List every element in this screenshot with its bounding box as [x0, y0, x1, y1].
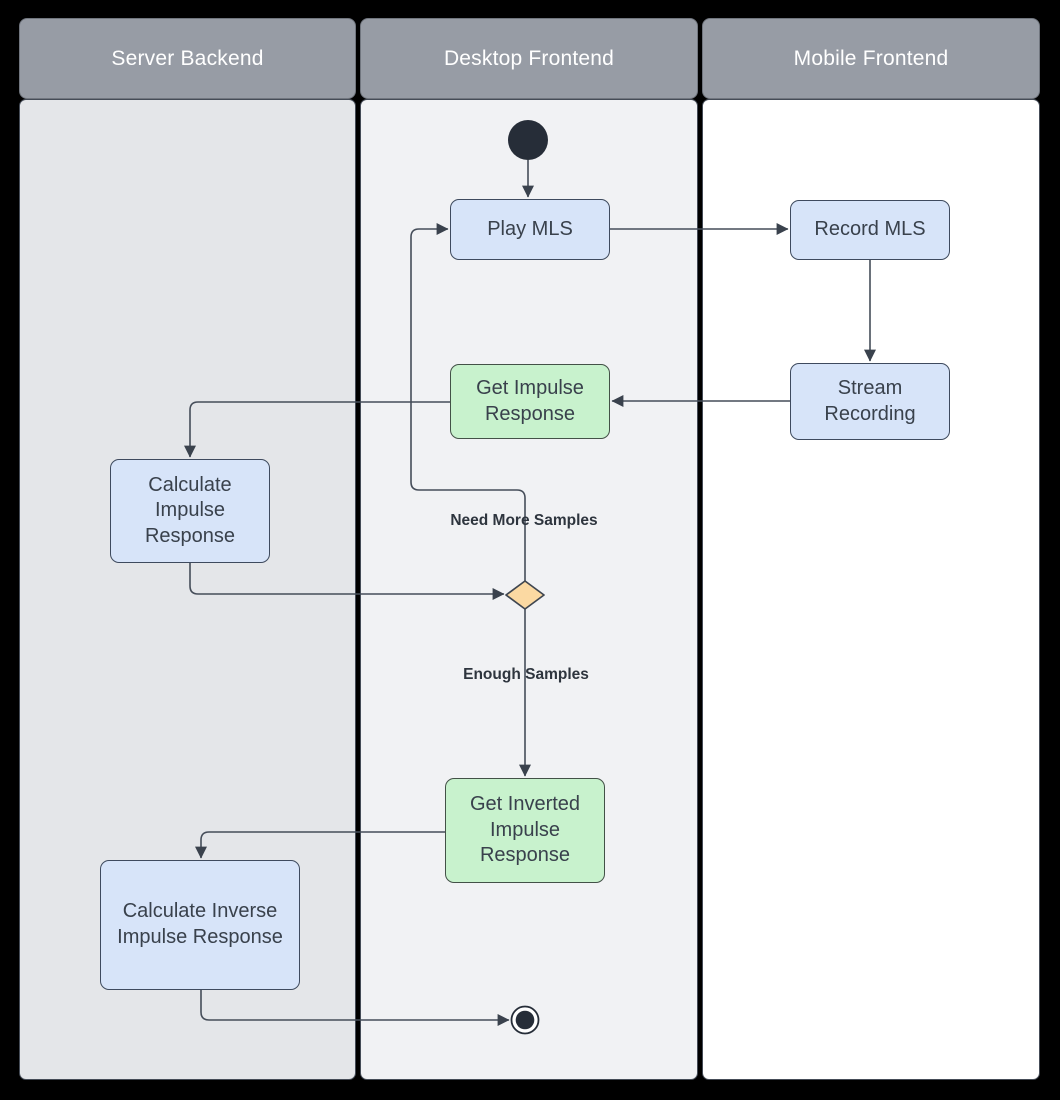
edge-label-need-more-samples: Need More Samples [450, 512, 598, 529]
lane-title: Desktop Frontend [443, 46, 615, 70]
node-label: Get Impulse Response [476, 376, 584, 425]
node-label: Calculate Impulse Response [144, 473, 236, 547]
node-play-mls[interactable]: Play MLS [450, 199, 610, 260]
node-label: Calculate Inverse Impulse Response [117, 900, 283, 948]
node-label: Record MLS [814, 218, 926, 241]
node-calculate-impulse-response[interactable]: Calculate Impulse Response [110, 459, 270, 563]
lane-title: Server Backend [111, 46, 264, 70]
node-label: Get Inverted Impulse Response [469, 793, 581, 867]
lane-header-server-backend[interactable]: Server Backend [19, 18, 356, 99]
node-get-inverted-impulse-response[interactable]: Get Inverted Impulse Response [445, 778, 605, 883]
node-stream-recording[interactable]: Stream Recording [790, 363, 950, 440]
node-record-mls[interactable]: Record MLS [790, 200, 950, 260]
lane-title: Mobile Frontend [793, 46, 949, 70]
node-label: Stream Recording [824, 376, 916, 425]
lane-header-desktop-frontend[interactable]: Desktop Frontend [360, 18, 698, 99]
lane-body-mobile-frontend [702, 99, 1040, 1080]
node-get-impulse-response[interactable]: Get Impulse Response [450, 364, 610, 439]
edge-label-enough-samples: Enough Samples [463, 666, 589, 683]
lane-header-mobile-frontend[interactable]: Mobile Frontend [702, 18, 1040, 99]
node-label: Play MLS [487, 217, 573, 240]
node-calculate-inverse-impulse-response[interactable]: Calculate Inverse Impulse Response [100, 860, 300, 990]
